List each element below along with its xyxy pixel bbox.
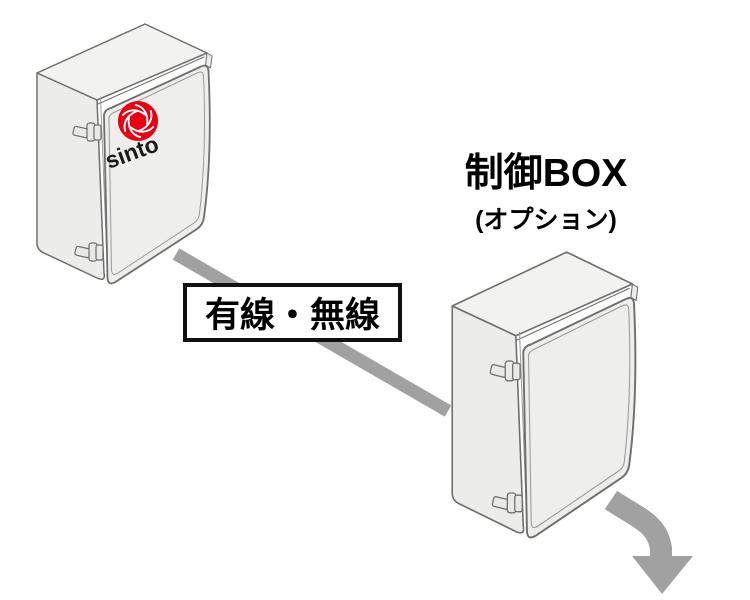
output-arrow-tail xyxy=(604,490,672,560)
connection-label-text: 有線・無線 xyxy=(204,296,380,335)
output-arrow xyxy=(604,490,693,594)
control-box-subtitle: (オプション) xyxy=(475,206,617,234)
connection-label-box: 有線・無線 xyxy=(183,283,402,342)
sinto-swirl-icon xyxy=(118,101,158,141)
control-box-title: 制御BOX xyxy=(464,152,628,195)
output-arrowhead xyxy=(632,556,693,594)
control-enclosure xyxy=(452,252,638,537)
